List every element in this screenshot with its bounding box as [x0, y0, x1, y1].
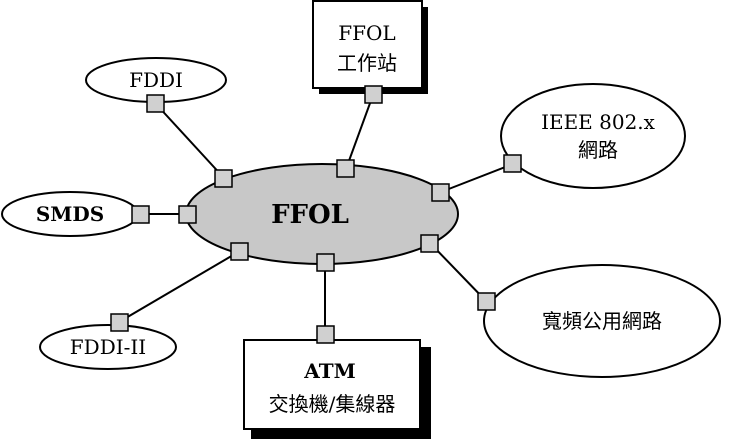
atm-line2: 交換機/集線器 [269, 392, 396, 416]
broadband-label: 寬頻公用網路 [542, 309, 662, 333]
fddi-label: FDDI [129, 68, 183, 92]
link-broadband [429, 242, 488, 303]
connector-atm-inner [316, 253, 335, 272]
connector-atm-outer [316, 325, 335, 344]
connector-broadband-outer [477, 292, 496, 311]
ieee-line2: 網路 [578, 138, 618, 162]
workstation-line1: FFOL [338, 21, 395, 45]
connector-ieee-inner [431, 183, 450, 202]
connector-smds-inner [178, 205, 197, 224]
link-workstation [345, 94, 374, 170]
atm-box [243, 339, 421, 430]
connector-workstation-inner [336, 159, 355, 178]
connector-ieee-outer [503, 154, 522, 173]
ieee-node [500, 83, 686, 189]
connector-fddi2-outer [110, 313, 129, 332]
ffol-hub-label: FFOL [271, 200, 349, 230]
connectors [110, 85, 522, 344]
link-fddi2 [118, 250, 241, 323]
connector-broadband-inner [420, 234, 439, 253]
smds-label: SMDS [36, 202, 104, 226]
connector-fddi-inner [214, 169, 233, 188]
broadband-node [483, 264, 721, 378]
link-fddi [155, 103, 225, 179]
connector-workstation-outer [364, 85, 383, 104]
ieee-line1: IEEE 802.x [541, 110, 656, 134]
connection-lines [118, 94, 514, 334]
fddi2-node [39, 324, 177, 370]
connector-fddi2-inner [230, 242, 249, 261]
workstation-line2: 工作站 [337, 51, 397, 75]
connector-smds-outer [131, 205, 150, 224]
fddi2-label: FDDI-II [70, 335, 146, 359]
atm-line1: ATM [303, 359, 355, 383]
connector-fddi-outer [146, 94, 165, 113]
link-ieee [440, 163, 514, 193]
